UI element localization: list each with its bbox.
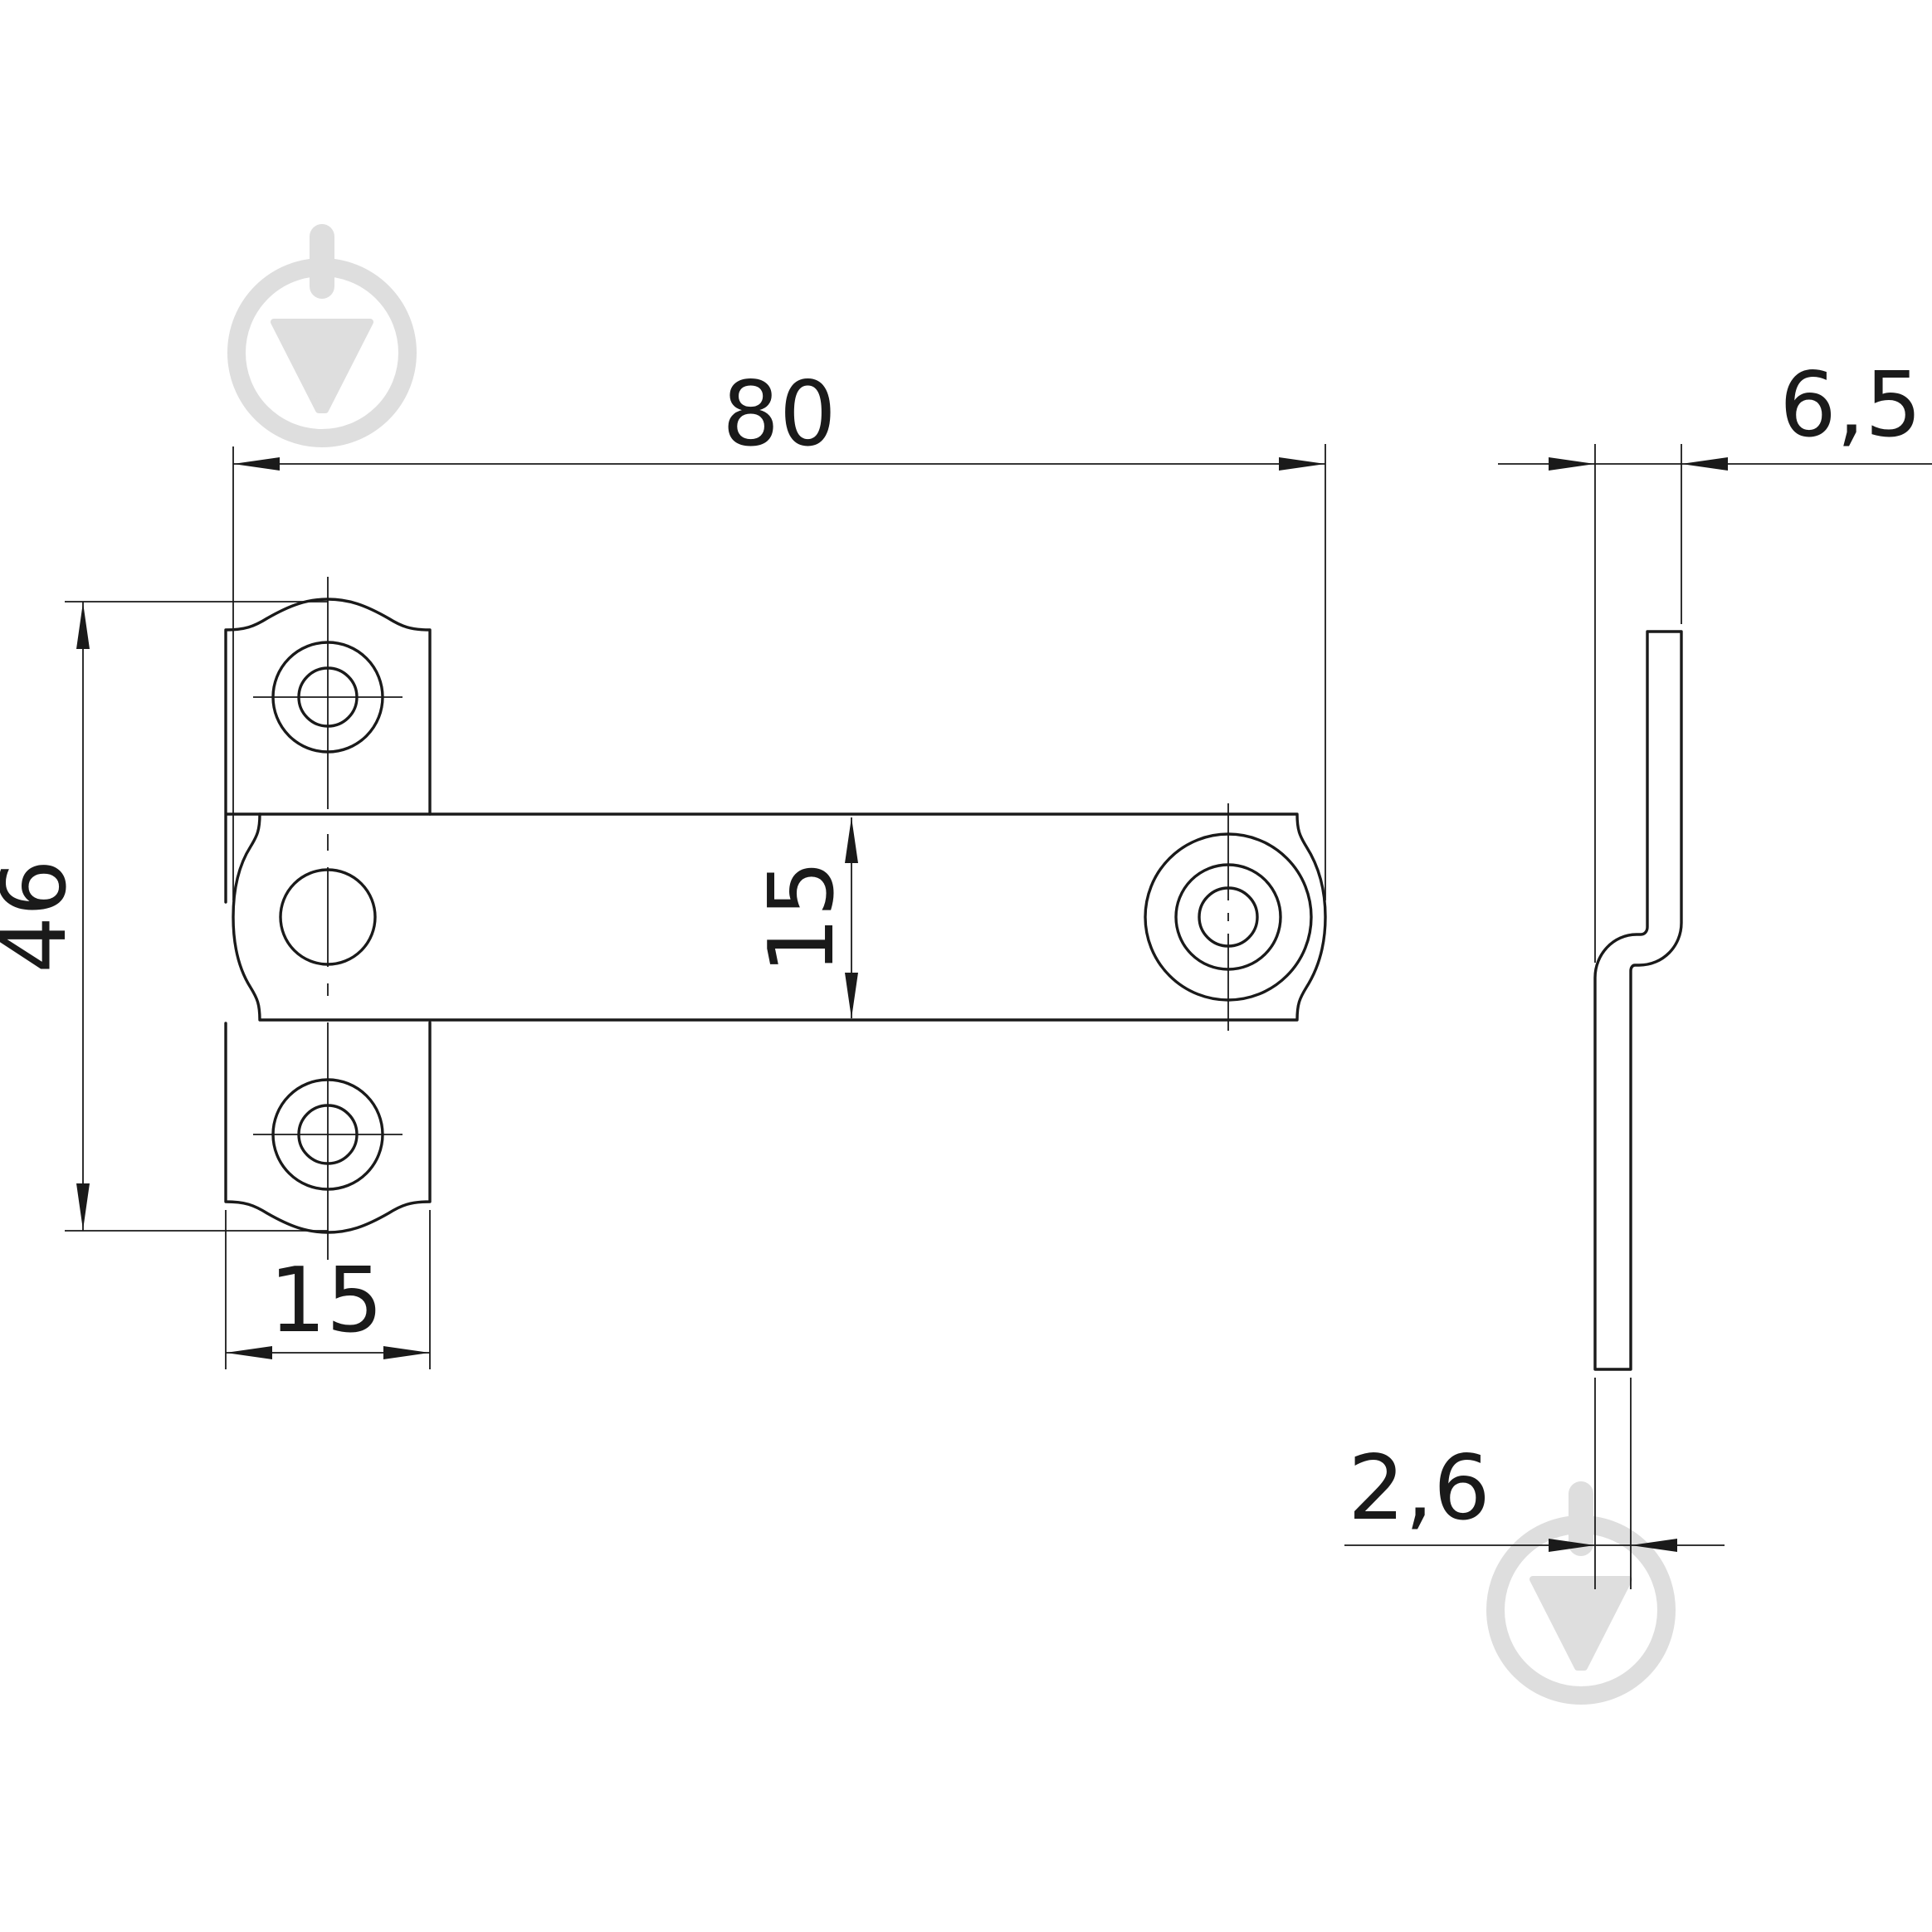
arrow-strap-bottom <box>845 973 858 1018</box>
dimension-leaf-width: 15 <box>225 1210 431 1369</box>
dimension-label-leaf-width: 15 <box>269 1249 383 1353</box>
dimension-lines-offset <box>1498 444 1932 963</box>
watermark-bottom-right <box>1486 1481 1676 1705</box>
arrow-leaf-right <box>383 1346 430 1359</box>
side-profile-outline <box>1593 630 1683 1371</box>
watermark-top-left <box>227 224 417 447</box>
dimension-strap-width: 15 <box>750 817 858 1018</box>
arrow-leaf-left <box>226 1346 272 1359</box>
dimension-label-thickness: 2,6 <box>1348 1437 1490 1540</box>
dimension-label-height: 46 <box>0 859 86 973</box>
arrow-strap-top <box>845 817 858 863</box>
arrow-bottom <box>76 1183 90 1230</box>
arrow-thickness-left <box>1549 1539 1595 1552</box>
arrow-left <box>233 457 280 471</box>
arrow-right <box>1279 457 1325 471</box>
dimension-height: 46 <box>0 601 328 1232</box>
center-line-bottom-hole <box>253 1022 402 1260</box>
dimension-length: 80 <box>232 363 1326 900</box>
dimension-label-offset: 6,5 <box>1779 354 1922 457</box>
hinge-side-view <box>1593 630 1683 1371</box>
dimension-lines-length <box>232 444 1326 900</box>
dimension-label-strap-width: 15 <box>750 860 854 973</box>
arrow-offset-right <box>1681 457 1728 471</box>
dimension-thickness: 2,6 <box>1344 1378 1725 1589</box>
arrow-top <box>76 603 90 649</box>
arrow-offset-left <box>1549 457 1595 471</box>
download-arrow-icon <box>271 319 373 413</box>
center-line-top-hole <box>253 577 402 809</box>
arrow-thickness-right <box>1631 1539 1677 1552</box>
strap-outline <box>232 812 1327 1022</box>
dimension-lines-height <box>65 601 328 1232</box>
dimension-offset: 6,5 <box>1498 354 1932 963</box>
hinge-front-view <box>224 577 1327 1260</box>
download-arrow-icon <box>1530 1576 1632 1671</box>
dimension-label-length: 80 <box>722 363 836 466</box>
